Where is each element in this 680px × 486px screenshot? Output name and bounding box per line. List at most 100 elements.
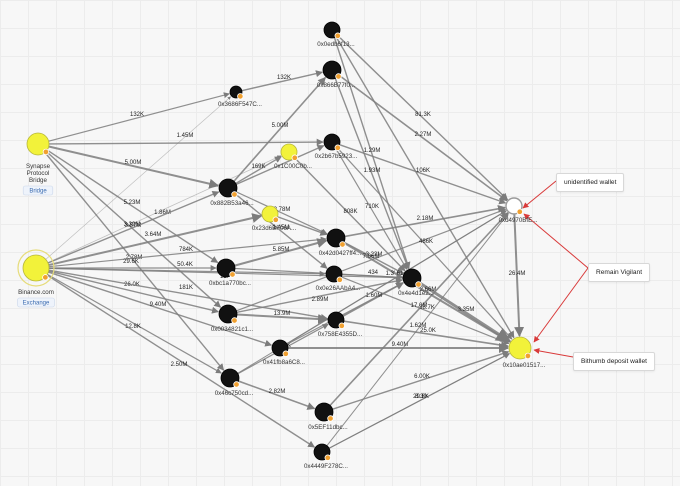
edge-amount-label: 29.6K [123, 259, 139, 265]
node-label: 0x0edb6f13... [317, 41, 355, 48]
edge-n1-unid[interactable] [337, 35, 509, 201]
edge-n9-n8[interactable] [234, 238, 328, 267]
edge-binance-n7[interactable] [48, 213, 263, 267]
node-n12[interactable]: 0x0034821c1... [211, 304, 254, 333]
edge-n6-n10[interactable] [234, 193, 328, 269]
node-n15[interactable]: 0x46c750cd... [215, 368, 254, 397]
node-unid[interactable]: 0xd4970BfE... [499, 197, 538, 224]
edge-binance-n17[interactable] [46, 274, 316, 448]
edge-synapse-n6[interactable] [48, 145, 220, 189]
edge-amount-label: 784K [179, 247, 193, 253]
edge-n6-n4[interactable] [235, 155, 282, 185]
annotation-arrow [523, 213, 589, 269]
node-bithumb[interactable]: 0x10ae01517... [503, 336, 546, 369]
edge-synapse-n15[interactable] [44, 152, 225, 371]
node-n8[interactable]: 0x42d0427ff4... [319, 228, 362, 257]
node-badge-icon [233, 381, 240, 388]
node-n5[interactable]: 0x2b67b5923... [315, 133, 358, 160]
edge-synapse-n5[interactable] [48, 138, 324, 146]
edge-n10-n11[interactable] [341, 273, 403, 281]
edge-binance-n13[interactable] [48, 269, 328, 321]
node-n6[interactable]: 0x882B53a46... [210, 178, 254, 207]
edge-binance-n8[interactable] [48, 236, 327, 268]
edge-amount-label: 7.06M [363, 254, 380, 260]
edge-amount-label: 25.0K [420, 328, 436, 334]
edge-n6-n5[interactable] [235, 144, 325, 185]
edge-n14-unid[interactable] [286, 210, 507, 345]
edge-unid-bithumb[interactable] [513, 213, 525, 338]
edge-n8-bithumb[interactable] [343, 241, 511, 343]
edge-binance-n14[interactable] [48, 271, 273, 347]
node-tag-badge [22, 185, 54, 196]
node-n17[interactable]: 0x4449F278C... [304, 443, 348, 470]
node-n14[interactable]: 0x41fb8a6C8... [263, 339, 305, 366]
edge-binance-n6[interactable] [47, 191, 220, 264]
edge-n8-n11[interactable] [343, 241, 404, 274]
edge-n6-n8[interactable] [235, 191, 328, 235]
edge-n12-n13[interactable] [236, 313, 329, 324]
node-n1[interactable]: 0x0edb6f13... [317, 21, 355, 48]
node-label: 0x2b67b5923... [315, 153, 358, 160]
edge-n16-bithumb[interactable] [332, 350, 510, 410]
edge-n17-bithumb[interactable] [328, 353, 510, 449]
edge-amount-label: 6.00K [414, 374, 430, 380]
edge-n5-n11[interactable] [335, 148, 408, 270]
edge-n13-bithumb[interactable] [343, 320, 509, 350]
node-circle[interactable] [508, 336, 532, 360]
node-badge-icon [231, 191, 238, 198]
edge-n12-unid[interactable] [236, 208, 507, 312]
edge-n7-n8[interactable] [277, 216, 328, 236]
edge-n10-bithumb[interactable] [341, 276, 510, 345]
edge-synapse-n12[interactable] [45, 150, 222, 308]
edge-n17-unid[interactable] [326, 212, 509, 447]
node-label: 0x42d0427ff4... [319, 250, 362, 257]
edge-n12-n11[interactable] [236, 277, 403, 313]
node-n10[interactable]: 0x0e26AAbA4... [316, 265, 361, 292]
edge-n15-n16[interactable] [238, 380, 316, 410]
edge-n1-bithumb[interactable] [335, 36, 515, 339]
node-n3[interactable]: 0x3686F547C... [218, 85, 262, 108]
edge-binance-n4[interactable] [47, 155, 282, 263]
node-circle[interactable] [22, 254, 50, 282]
edge-amount-label: 2.50M [171, 362, 188, 368]
edge-synapse-n9[interactable] [46, 149, 219, 264]
node-n4[interactable]: 0x1C00C0b... [274, 143, 312, 170]
edge-n2-n11[interactable] [334, 78, 410, 270]
edge-synapse-n3[interactable] [48, 92, 230, 142]
node-badge-icon [231, 317, 238, 324]
node-label: 0x758E4355D... [318, 331, 363, 338]
node-n13[interactable]: 0x758E4355D... [318, 311, 363, 338]
edge-n5-bithumb[interactable] [336, 147, 513, 340]
edge-binance-n3[interactable] [45, 96, 232, 260]
node-n2[interactable]: 0x866B77f0... [317, 60, 355, 89]
edge-n6-n2[interactable] [233, 76, 326, 182]
node-n7[interactable]: 0x23d6BF06A... [252, 205, 297, 232]
edge-n4-n11[interactable] [294, 157, 406, 272]
node-n9[interactable]: 0xbc1a770bc... [209, 258, 251, 287]
edge-n3-n2[interactable] [241, 70, 323, 92]
node-halo [17, 249, 55, 287]
edge-amount-label: 1.45M [177, 133, 194, 139]
edge-n2-unid[interactable] [338, 74, 508, 202]
node-tag: Exchange [23, 301, 50, 307]
annotation-arrow [533, 267, 589, 343]
edge-n16-unid[interactable] [329, 212, 509, 406]
node-label: 0x46c750cd... [215, 390, 254, 397]
edge-binance-n15[interactable] [47, 273, 222, 374]
edge-n13-n11[interactable] [342, 282, 404, 317]
node-n11[interactable]: 0x4e4d1e2... [398, 268, 434, 297]
edge-n8-unid[interactable] [344, 204, 506, 238]
node-label: 0x41fb8a6C8... [263, 359, 305, 366]
edge-n1-n11[interactable] [333, 37, 411, 270]
callout-text: Remain Vigilant [596, 269, 643, 276]
edge-amount-label: 2.18M [417, 216, 434, 222]
edge-n5-unid[interactable] [339, 143, 507, 205]
edge-binance-n12[interactable] [48, 270, 219, 314]
nodes-layer: SynapseProtocolBridgeBridgeBinance.comEx… [17, 21, 546, 470]
edge-amount-label: 26.4M [509, 271, 526, 277]
node-n16[interactable]: 0x5EF11dbc... [308, 402, 348, 431]
node-circle[interactable] [26, 132, 50, 156]
